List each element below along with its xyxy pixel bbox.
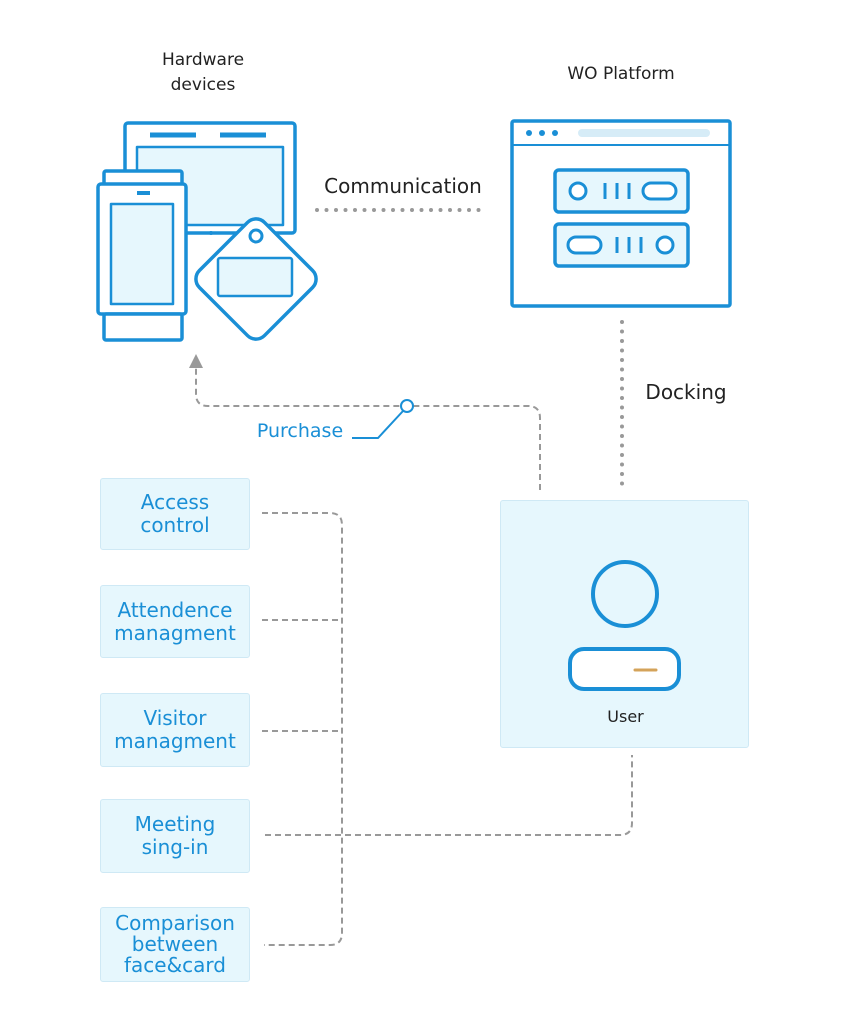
platform-server-icon (510, 119, 732, 308)
platform-title: WO Platform (567, 64, 675, 84)
purchase-arrow-icon (189, 354, 203, 368)
features-bracket-connector (262, 512, 343, 946)
feature-meeting-sing-in: Meeting sing-in (100, 799, 250, 873)
feature-comparison-face-card: Comparison between face&card (100, 907, 250, 982)
hardware-devices-icon (96, 121, 318, 342)
communication-label: Communication (324, 174, 482, 198)
purchase-label: Purchase (256, 420, 344, 442)
purchase-connector (195, 368, 541, 490)
feature-visitor-managment: Visitor managment (100, 693, 250, 767)
meeting-user-connector (265, 755, 633, 836)
user-card: User (500, 500, 749, 748)
user-avatar-icon (568, 560, 681, 691)
docking-label: Docking (645, 380, 727, 404)
user-label: User (607, 707, 644, 726)
purchase-callout-pointer (352, 399, 414, 439)
feature-attendence-managment: Attendence managment (100, 585, 250, 658)
feature-access-control: Access control (100, 478, 250, 550)
hardware-devices-title: Hardware devices (161, 50, 245, 95)
